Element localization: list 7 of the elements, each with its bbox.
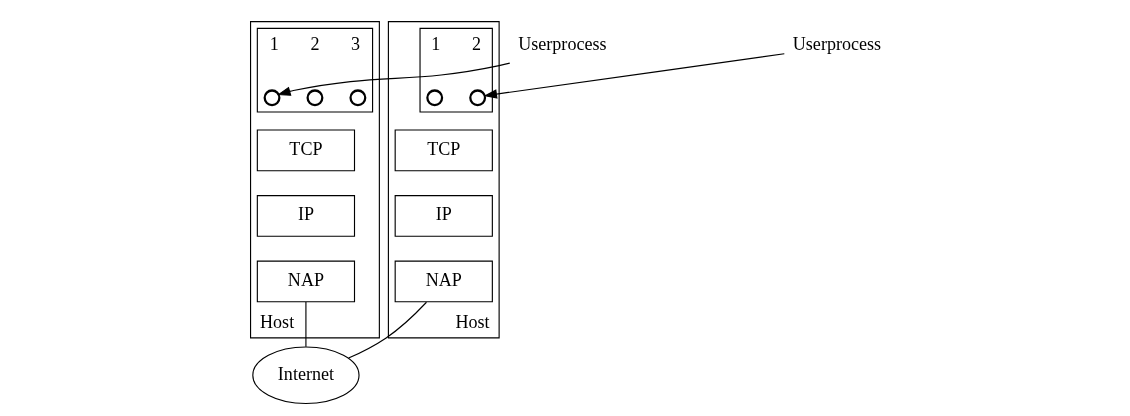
node-text: Userprocess — [792, 33, 881, 54]
node-label: 1 — [269, 33, 279, 54]
node-text: Userprocess — [517, 33, 607, 54]
node-label: 3 — [350, 33, 360, 54]
node-label: 2 — [309, 33, 319, 54]
node-label: 2 — [471, 33, 481, 54]
node-label: 1 — [430, 33, 440, 54]
